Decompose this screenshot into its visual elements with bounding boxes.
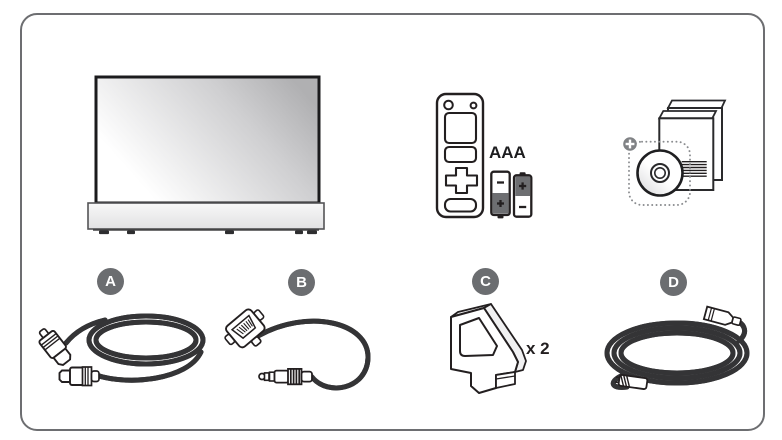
remote-keypad-area [443, 111, 478, 145]
tv-icon [87, 75, 325, 235]
manuals-and-cd-icon [623, 99, 727, 206]
battery-left [490, 170, 511, 219]
manual-text-lines [681, 160, 707, 177]
remote-control-icon [435, 92, 485, 219]
optional-item-dotted-box [628, 140, 691, 206]
power-plug-connector [702, 305, 742, 327]
plus-icon [623, 137, 637, 151]
battery-terminal-nub [497, 215, 504, 219]
battery-type-label: AAA [489, 143, 526, 162]
accessory-badge-d: D [660, 269, 687, 296]
accessory-badge-a: A [97, 268, 124, 295]
remote-function-button [443, 145, 478, 164]
tv-feet [99, 230, 317, 235]
bracket-foot [495, 371, 516, 389]
aaa-batteries-icon [490, 170, 533, 219]
remote-small-button [469, 101, 478, 110]
power-cord-icon [604, 305, 750, 390]
cd-hub-hole [653, 167, 666, 180]
bracket-quantity-label: x 2 [526, 339, 550, 358]
accessory-badge-b: B [288, 269, 315, 296]
remote-power-button [443, 99, 454, 111]
remote-bottom-button [443, 197, 478, 213]
manual-back-fold [666, 99, 727, 109]
mounting-bracket-icon [450, 303, 527, 394]
tv-stand-base [87, 202, 325, 230]
tv-screen [94, 75, 321, 205]
hdmi-cable-icon [38, 313, 206, 387]
manual-front-fold [657, 110, 718, 120]
dsub-connector [224, 308, 266, 349]
dsub-to-audio-adapter-cable-icon [224, 308, 383, 408]
audio-jack-connector [258, 368, 313, 386]
hdmi-connector-horizontal [58, 366, 100, 387]
power-cord-plug-end [615, 374, 649, 390]
remote-dpad [444, 166, 479, 195]
dsub-pin-field [236, 319, 253, 335]
hdmi-connector-angled [38, 328, 72, 367]
battery-right [512, 172, 533, 218]
accessory-badge-c: C [472, 268, 499, 295]
